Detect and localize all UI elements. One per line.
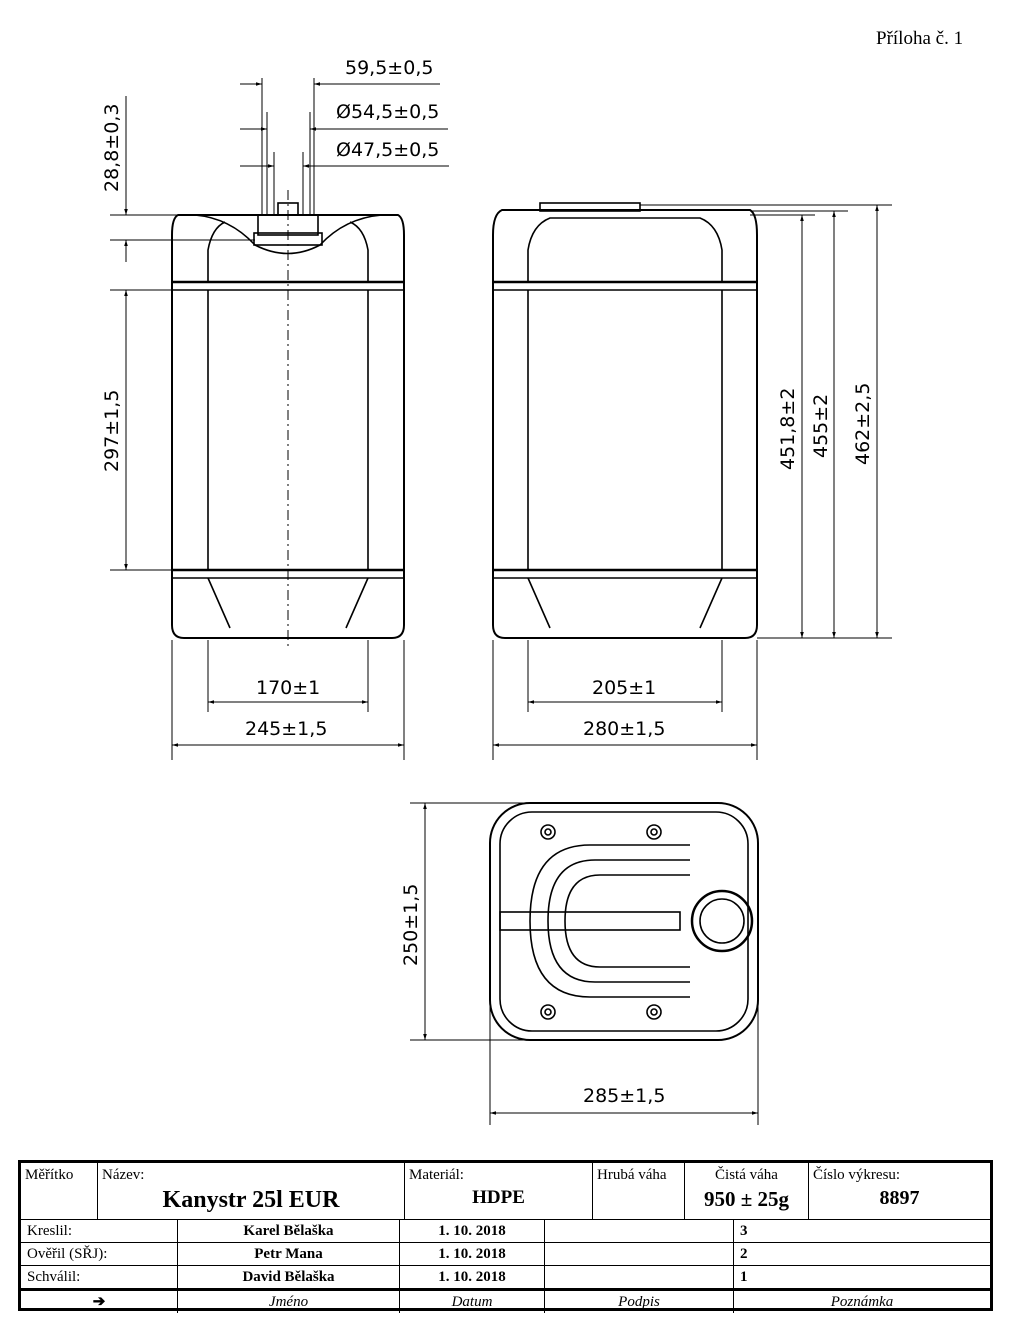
title-block: Měřítko Název: Kanystr 25l EUR Materiál:…: [18, 1160, 993, 1313]
technical-drawing: 59,5±0,5 Ø54,5±0,5 Ø47,5±0,5 28,8±0,3 29…: [101, 57, 892, 1125]
material-cell: Materiál: HDPE: [405, 1163, 593, 1220]
name-cell: Název: Kanystr 25l EUR: [98, 1163, 405, 1220]
product-name: Kanystr 25l EUR: [162, 1187, 340, 1213]
dim-side-inner-width: 205±1: [592, 677, 656, 699]
drawing-number: 8897: [879, 1187, 920, 1209]
net-weight-value: 950 ± 25g: [703, 1187, 790, 1211]
side-view: [492, 202, 758, 639]
dim-neck-outer: 59,5±0,5: [345, 57, 433, 79]
dim-height-3: 462±2,5: [852, 383, 874, 465]
dimension-lines: [110, 78, 892, 1125]
dim-label-height: 297±1,5: [101, 390, 123, 472]
material-value: HDPE: [472, 1187, 525, 1208]
scale-cell: Měřítko: [21, 1163, 98, 1220]
approval-rows: Kreslil: Karel Bělaška 1. 10. 2018 3 Ově…: [21, 1220, 990, 1313]
drawing-number-cell: Číslo výkresu: 8897: [809, 1163, 990, 1220]
dim-front-width: 245±1,5: [245, 718, 327, 740]
dim-top-width: 285±1,5: [583, 1085, 665, 1107]
dim-thread-diameter: Ø54,5±0,5: [336, 101, 439, 123]
gross-weight-cell: Hrubá váha: [593, 1163, 685, 1220]
annex-label: Příloha č. 1: [876, 28, 964, 49]
dim-front-inner-width: 170±1: [256, 677, 320, 699]
dim-neck-height: 28,8±0,3: [101, 104, 123, 192]
dim-side-width: 280±1,5: [583, 718, 665, 740]
arrow-icon: ➔: [21, 1291, 178, 1313]
dim-height-1: 451,8±2: [777, 388, 799, 470]
dim-inner-diameter: Ø47,5±0,5: [336, 139, 439, 161]
dim-height-2: 455±2: [810, 394, 832, 458]
top-view: [489, 802, 759, 1041]
dim-top-depth: 250±1,5: [400, 884, 422, 966]
front-view: [171, 190, 405, 650]
net-weight-cell: Čistá váha 950 ± 25g: [685, 1163, 809, 1220]
